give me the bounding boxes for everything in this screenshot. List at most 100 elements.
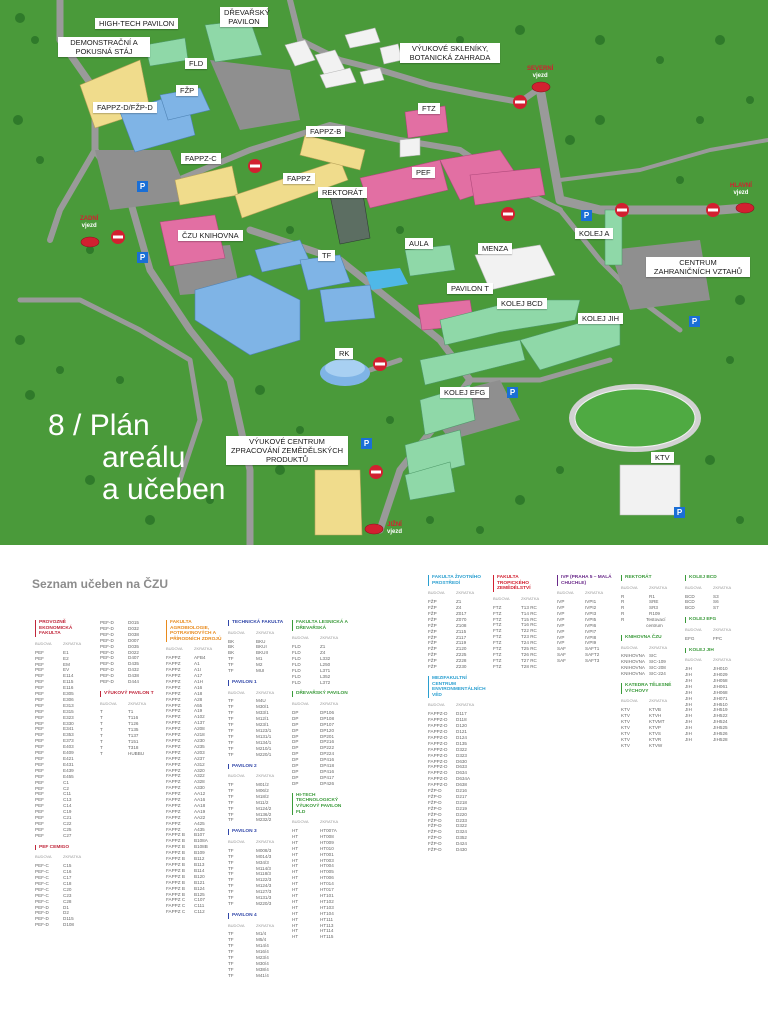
classroom-code: Z117 [456,634,467,640]
classroom-code: A28 [194,696,203,702]
caption-building: BUDOVA [228,838,245,844]
classroom-code: M220/1 [256,751,272,757]
classroom-building: DP [292,774,299,780]
classroom-building: T [100,750,103,756]
classroom-building: TF [228,966,234,972]
caption-building: BUDOVA [166,646,183,652]
classroom-code: D634A [456,776,471,782]
section-heading: PEF CEMIGO [35,844,93,851]
classroom-code: A322 [194,773,205,779]
classroom-building: HT [292,898,299,904]
classroom-code: JIH058 [713,677,728,683]
classroom-code: AA12 [194,791,206,797]
classroom-building: FAPPZ-D [428,782,448,788]
section-heading: FAKULTA TROPICKÉHO ZEMĚDĚLSTVÍ [493,575,551,592]
classroom-code: Z119 [456,640,467,646]
classroom-building: TF [228,937,234,943]
classroom-building: FAPPZ [166,773,181,779]
classroom-code: B109 [194,850,205,856]
label-fzp: FŽP [176,85,199,96]
classroom-building: TF [228,799,234,805]
label-fld: FLD [185,58,208,69]
classroom-building: TF [228,727,234,733]
classroom-building: FŽP [428,634,437,640]
classroom-building: FAPPZ B [166,862,185,867]
classroom-building: FAPPZ [166,749,181,755]
classroom-building: TF [228,853,234,859]
classroom-code: T137 [128,733,139,739]
classroom-building: HT [292,916,299,922]
classroom-code: A16 [194,684,203,690]
classroom-code: HT113 [320,922,334,928]
classroom-code: BKUII [256,650,268,656]
gate-name: ZADNÍ [80,216,99,222]
classroom-building: FTZ [493,640,502,646]
classroom-code: B107 [194,832,205,838]
classroom-building: PEF-D [35,922,49,928]
section-heading: IVP (PRAHA 5 – MALÁ CHUCHLE) [557,575,615,587]
caption-building: BUDOVA [621,644,638,650]
classroom-building: FAPPZ [166,720,181,726]
classroom-code: D435 [128,661,139,667]
classroom-code: JIH522 [713,713,728,719]
classroom-building: PEF [35,832,44,838]
classroom-section: HI-TECH TECHNOLOGICKÝ VÝUKOVÝ PAVILON FL… [292,792,350,941]
classroom-building: PEF [35,767,44,773]
classroom-code: AA16 [194,797,206,803]
classroom-code: DP416 [320,757,335,763]
no-entry-sign [501,207,515,221]
classroom-code: S7 [713,605,719,611]
classroom-building: TF [228,871,234,877]
caption-building: BUDOVA [228,773,245,779]
section-heading: PAVILON 2 [228,763,286,770]
classroom-code: HUBBU [128,750,145,756]
classroom-building: HT [292,887,299,893]
classroom-building: JIH [685,666,692,672]
classroom-code: Z017 [456,610,467,616]
classroom-building: KTV [621,730,630,736]
classroom-code: E313 [63,702,74,708]
classroom-code: SIC-109 [649,659,666,665]
classroom-code: A208 [194,726,205,732]
classroom-code: HT005 [320,869,334,875]
classroom-code: D1 [63,904,69,910]
classroom-building: FŽP [428,664,437,670]
classroom-building: PEF [35,738,44,744]
classroom-building: JIH [685,695,692,701]
classroom-code: HT103 [320,904,334,910]
classroom-building: KNIHOVNA [621,653,645,659]
classroom-building: BK [228,638,235,644]
classroom-row: T HUBBU [100,751,158,757]
classroom-building: HT [292,910,299,916]
classroom-building: FTZ [493,622,502,628]
